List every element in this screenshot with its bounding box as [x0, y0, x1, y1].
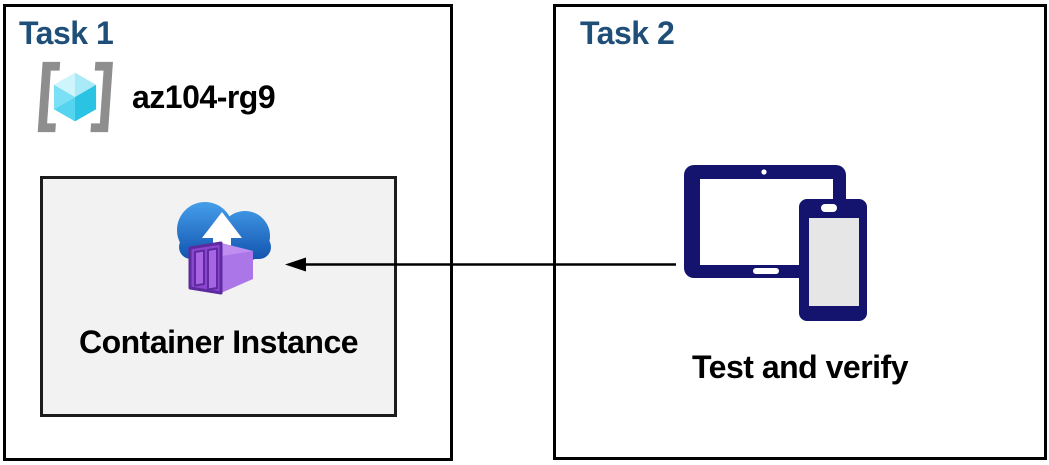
container-box-shape: [188, 241, 253, 295]
container-instance-label: Container Instance: [78, 324, 359, 360]
left-bracket-shape: [37, 61, 61, 133]
test-verify-label: Test and verify: [692, 349, 908, 385]
task2-title: Task 2: [580, 15, 675, 51]
tablet-camera-dot: [761, 169, 767, 175]
container-instance-icon: [177, 202, 271, 295]
resource-group-icon: [37, 61, 113, 133]
resource-group: az104-rg9: [32, 59, 276, 135]
tablet-home-button: [753, 268, 779, 274]
task1-title: Task 1: [19, 15, 114, 51]
upload-arrow-shape: [202, 212, 242, 266]
resource-group-name: az104-rg9: [132, 78, 276, 115]
phone-speaker: [821, 204, 837, 212]
right-bracket-shape: [90, 61, 113, 133]
cube-shape: [53, 72, 97, 122]
task1-panel: Task 1 az104-rg9: [3, 4, 453, 461]
devices-icon: [684, 165, 867, 321]
container-instance-box: Container Instance: [40, 176, 397, 417]
task2-panel: Task 2 Test and verify: [553, 4, 1047, 460]
phone-icon: [799, 199, 867, 321]
